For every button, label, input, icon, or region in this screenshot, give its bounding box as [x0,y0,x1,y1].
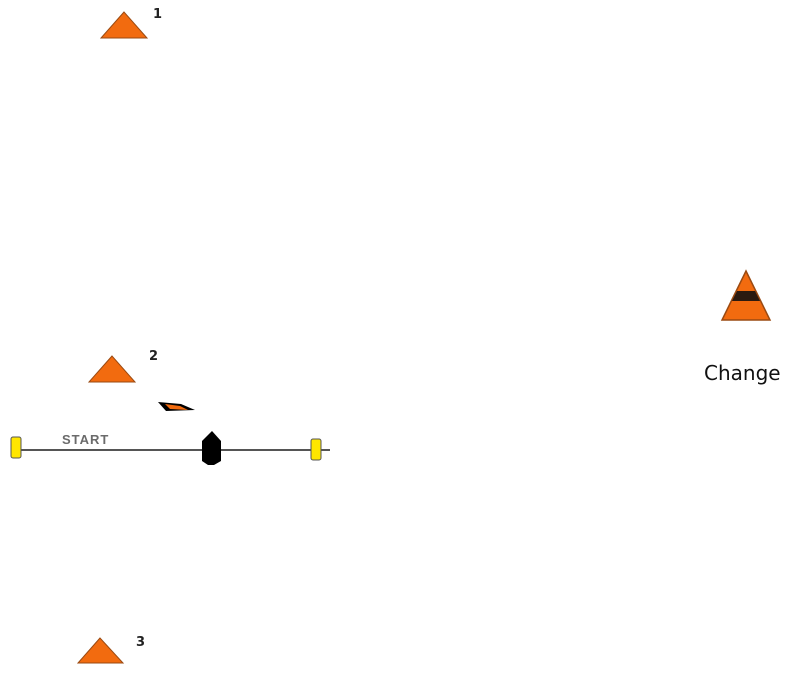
pin-buoy-icon [10,436,22,459]
mark-1: 1 [99,7,162,39]
mark-2: 2 [87,349,158,383]
mark-number: 3 [136,635,145,650]
change-mark: Change [704,269,781,385]
mark-3: 3 [76,635,145,664]
start-line: START [10,402,330,465]
orange-triangle-mark-icon [99,11,149,39]
mark-number: 1 [153,7,162,22]
mark-number: 2 [149,349,158,364]
start-label: START [62,432,109,447]
change-label: Change [704,361,781,385]
change-mark-icon [720,269,772,321]
orange-triangle-mark-icon [87,355,137,383]
start-flag-icon [158,402,195,411]
pin-buoy-icon [310,438,322,461]
committee-boat-icon [202,431,221,465]
orange-triangle-mark-icon [76,637,125,664]
